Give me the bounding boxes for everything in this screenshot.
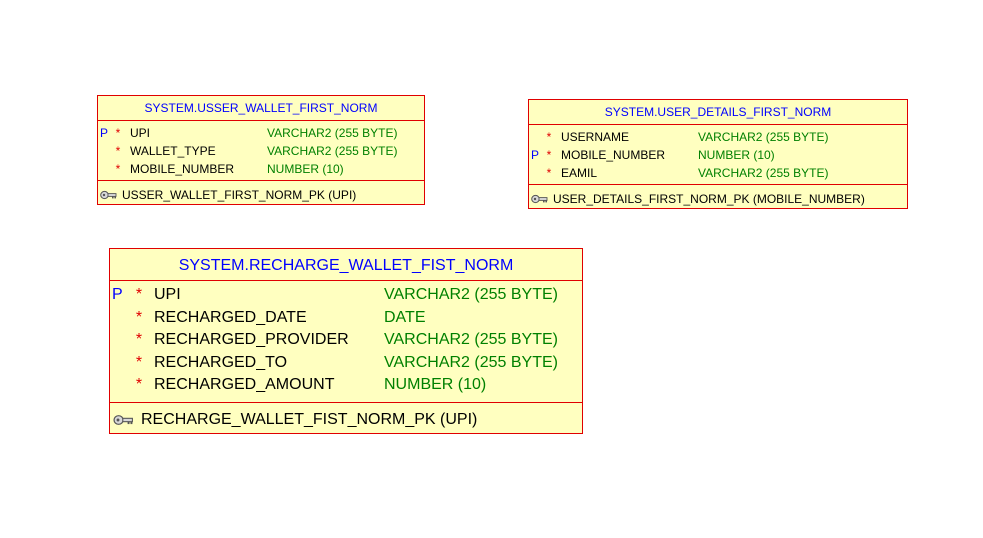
column-name: MOBILE_NUMBER xyxy=(130,162,235,176)
primary-key-row[interactable]: RECHARGE_WALLET_FIST_NORM_PK (UPI) xyxy=(110,403,582,437)
column-row[interactable]: * MOBILE_NUMBER NUMBER (10) xyxy=(98,160,424,178)
column-row[interactable]: * RECHARGED_AMOUNT NUMBER (10) xyxy=(110,374,582,397)
column-type: VARCHAR2 (255 BYTE) xyxy=(384,286,558,304)
column-row[interactable]: P * UPI VARCHAR2 (255 BYTE) xyxy=(110,284,582,307)
column-type: VARCHAR2 (255 BYTE) xyxy=(267,126,398,140)
required-marker: * xyxy=(135,376,143,394)
column-type: VARCHAR2 (255 BYTE) xyxy=(267,144,398,158)
column-name: RECHARGED_PROVIDER xyxy=(154,331,349,349)
column-type: VARCHAR2 (255 BYTE) xyxy=(384,331,558,349)
required-marker: * xyxy=(115,144,121,158)
primary-key-name: USSER_WALLET_FIRST_NORM_PK (UPI) xyxy=(122,188,357,202)
required-marker: * xyxy=(135,286,143,304)
column-name: EAMIL xyxy=(561,166,598,180)
column-type: NUMBER (10) xyxy=(267,162,344,176)
table-user-details-first-norm[interactable]: SYSTEM.USER_DETAILS_FIRST_NORM * USERNAM… xyxy=(528,99,908,209)
column-list: P * UPI VARCHAR2 (255 BYTE) * WALLET_TYP… xyxy=(98,121,424,181)
column-name: RECHARGED_TO xyxy=(154,353,288,371)
pk-marker: P xyxy=(531,148,540,162)
column-name: USERNAME xyxy=(561,130,630,144)
column-row[interactable]: * WALLET_TYPE VARCHAR2 (255 BYTE) xyxy=(98,142,424,160)
column-row[interactable]: * RECHARGED_TO VARCHAR2 (255 BYTE) xyxy=(110,352,582,375)
column-row[interactable]: * EAMIL VARCHAR2 (255 BYTE) xyxy=(529,164,907,182)
required-marker: * xyxy=(135,308,143,326)
table-name: SYSTEM.USER_DETAILS_FIRST_NORM xyxy=(529,100,907,125)
pk-marker: P xyxy=(112,286,123,304)
column-type: VARCHAR2 (255 BYTE) xyxy=(698,130,829,144)
table-name: SYSTEM.RECHARGE_WALLET_FIST_NORM xyxy=(110,249,582,281)
required-marker: * xyxy=(546,166,552,180)
column-list: * USERNAME VARCHAR2 (255 BYTE) P * MOBIL… xyxy=(529,125,907,185)
column-row[interactable]: * USERNAME VARCHAR2 (255 BYTE) xyxy=(529,128,907,146)
required-marker: * xyxy=(115,126,121,140)
column-type: VARCHAR2 (255 BYTE) xyxy=(698,166,829,180)
required-marker: * xyxy=(135,353,143,371)
column-row[interactable]: * RECHARGED_DATE DATE xyxy=(110,307,582,330)
primary-key-row[interactable]: USSER_WALLET_FIRST_NORM_PK (UPI) xyxy=(98,181,424,209)
required-marker: * xyxy=(546,130,552,144)
column-name: UPI xyxy=(154,286,181,304)
column-name: WALLET_TYPE xyxy=(130,144,216,158)
column-name: UPI xyxy=(130,126,151,140)
table-usser-wallet-first-norm[interactable]: SYSTEM.USSER_WALLET_FIRST_NORM P * UPI V… xyxy=(97,95,425,205)
primary-key-name: RECHARGE_WALLET_FIST_NORM_PK (UPI) xyxy=(141,410,478,428)
key-icon xyxy=(100,190,118,200)
required-marker: * xyxy=(115,162,121,176)
primary-key-name: USER_DETAILS_FIRST_NORM_PK (MOBILE_NUMBE… xyxy=(553,192,865,206)
key-icon xyxy=(531,194,549,204)
required-marker: * xyxy=(546,148,552,162)
required-marker: * xyxy=(135,331,143,349)
column-name: RECHARGED_DATE xyxy=(154,308,307,326)
column-type: VARCHAR2 (255 BYTE) xyxy=(384,353,558,371)
pk-marker: P xyxy=(100,126,109,140)
primary-key-row[interactable]: USER_DETAILS_FIRST_NORM_PK (MOBILE_NUMBE… xyxy=(529,185,907,213)
column-name: RECHARGED_AMOUNT xyxy=(154,376,335,394)
column-type: NUMBER (10) xyxy=(384,376,487,394)
column-name: MOBILE_NUMBER xyxy=(561,148,666,162)
column-type: DATE xyxy=(384,308,426,326)
table-name: SYSTEM.USSER_WALLET_FIRST_NORM xyxy=(98,96,424,121)
key-icon xyxy=(113,414,135,426)
table-recharge-wallet-fist-norm[interactable]: SYSTEM.RECHARGE_WALLET_FIST_NORM P * UPI… xyxy=(109,248,583,434)
column-type: NUMBER (10) xyxy=(698,148,775,162)
column-list: P * UPI VARCHAR2 (255 BYTE) * RECHARGED_… xyxy=(110,281,582,403)
column-row[interactable]: P * UPI VARCHAR2 (255 BYTE) xyxy=(98,124,424,142)
column-row[interactable]: * RECHARGED_PROVIDER VARCHAR2 (255 BYTE) xyxy=(110,329,582,352)
column-row[interactable]: P * MOBILE_NUMBER NUMBER (10) xyxy=(529,146,907,164)
